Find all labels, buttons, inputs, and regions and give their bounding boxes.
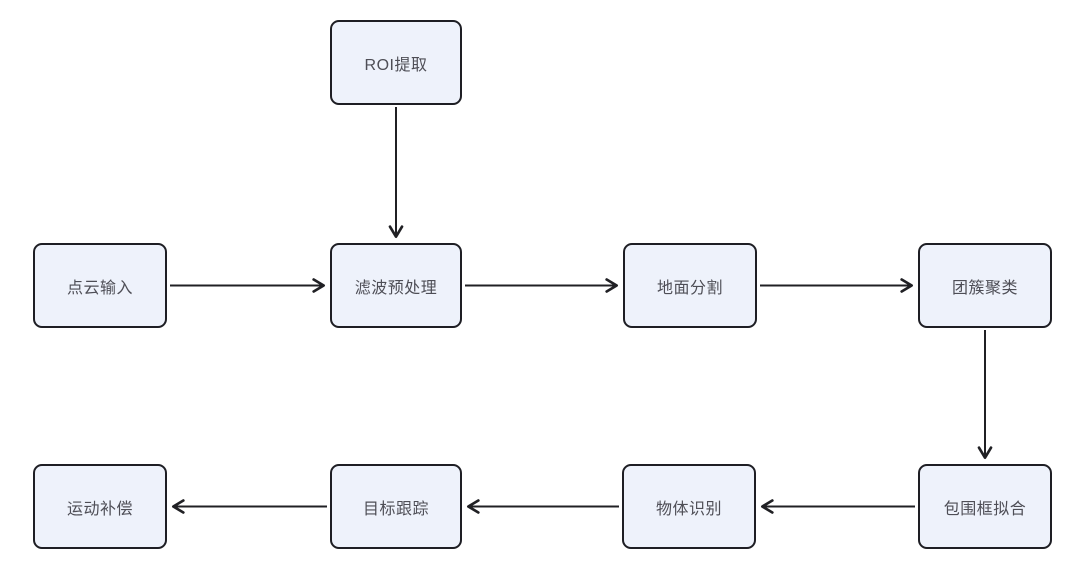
flow-node-label: 包围框拟合 [943, 500, 1027, 518]
flow-node-ground: 地面分割 [623, 243, 757, 328]
flow-node-track: 目标跟踪 [330, 464, 462, 549]
flow-node-label: 点云输入 [66, 279, 133, 297]
flow-node-motion: 运动补偿 [33, 464, 167, 549]
flow-node-label: 滤波预处理 [354, 279, 438, 297]
flow-node-bbox: 包围框拟合 [918, 464, 1052, 549]
flow-node-roi: ROI提取 [330, 20, 462, 105]
flow-node-label: 团簇聚类 [951, 279, 1018, 297]
flow-node-filter: 滤波预处理 [330, 243, 462, 328]
flow-node-label: ROI提取 [364, 56, 428, 74]
flow-node-cluster: 团簇聚类 [918, 243, 1052, 328]
flow-node-input: 点云输入 [33, 243, 167, 328]
flow-node-object: 物体识别 [622, 464, 756, 549]
flow-node-label: 运动补偿 [66, 500, 133, 518]
flow-node-label: 地面分割 [656, 279, 723, 297]
flow-node-label: 目标跟踪 [362, 500, 429, 518]
flow-node-label: 物体识别 [655, 500, 722, 518]
